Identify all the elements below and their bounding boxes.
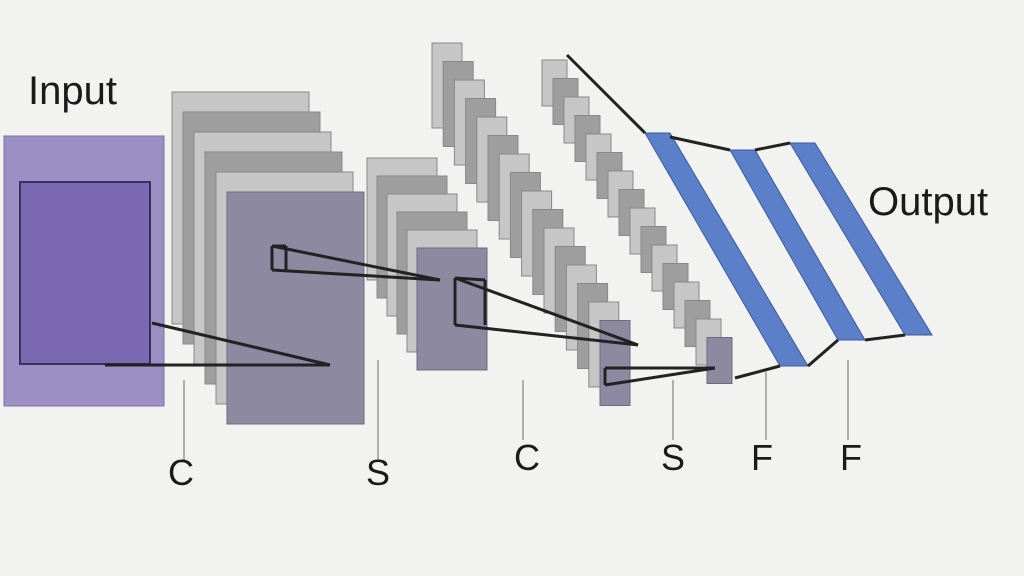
connection-line xyxy=(604,366,716,387)
connection-line xyxy=(669,135,731,152)
layer-label-f1: F xyxy=(751,437,773,478)
input-inner-region xyxy=(19,181,151,365)
connection-line xyxy=(151,321,331,367)
connection-line xyxy=(807,338,839,368)
fully-connected-layer-3 xyxy=(789,142,933,336)
connection-line xyxy=(271,268,441,282)
layer-label-c1: C xyxy=(168,452,194,493)
output-label: Output xyxy=(868,180,988,224)
conv2-feature-map xyxy=(599,320,631,406)
layer-label-c2: C xyxy=(514,437,540,478)
connection-line xyxy=(864,333,906,342)
input-label: Input xyxy=(28,69,117,113)
connection-line xyxy=(271,244,441,282)
connection-line xyxy=(734,364,781,380)
layer-label-s2: S xyxy=(661,437,685,478)
layer-label-s1: S xyxy=(366,452,390,493)
conv1-feature-map xyxy=(226,191,365,425)
connection-line xyxy=(754,141,791,152)
layer-label-f2: F xyxy=(840,437,862,478)
subsample2-feature-map xyxy=(706,337,733,384)
connection-line xyxy=(454,323,639,347)
connection-line xyxy=(454,276,486,282)
subsample1-feature-map xyxy=(416,247,488,371)
connection-line xyxy=(565,53,647,135)
